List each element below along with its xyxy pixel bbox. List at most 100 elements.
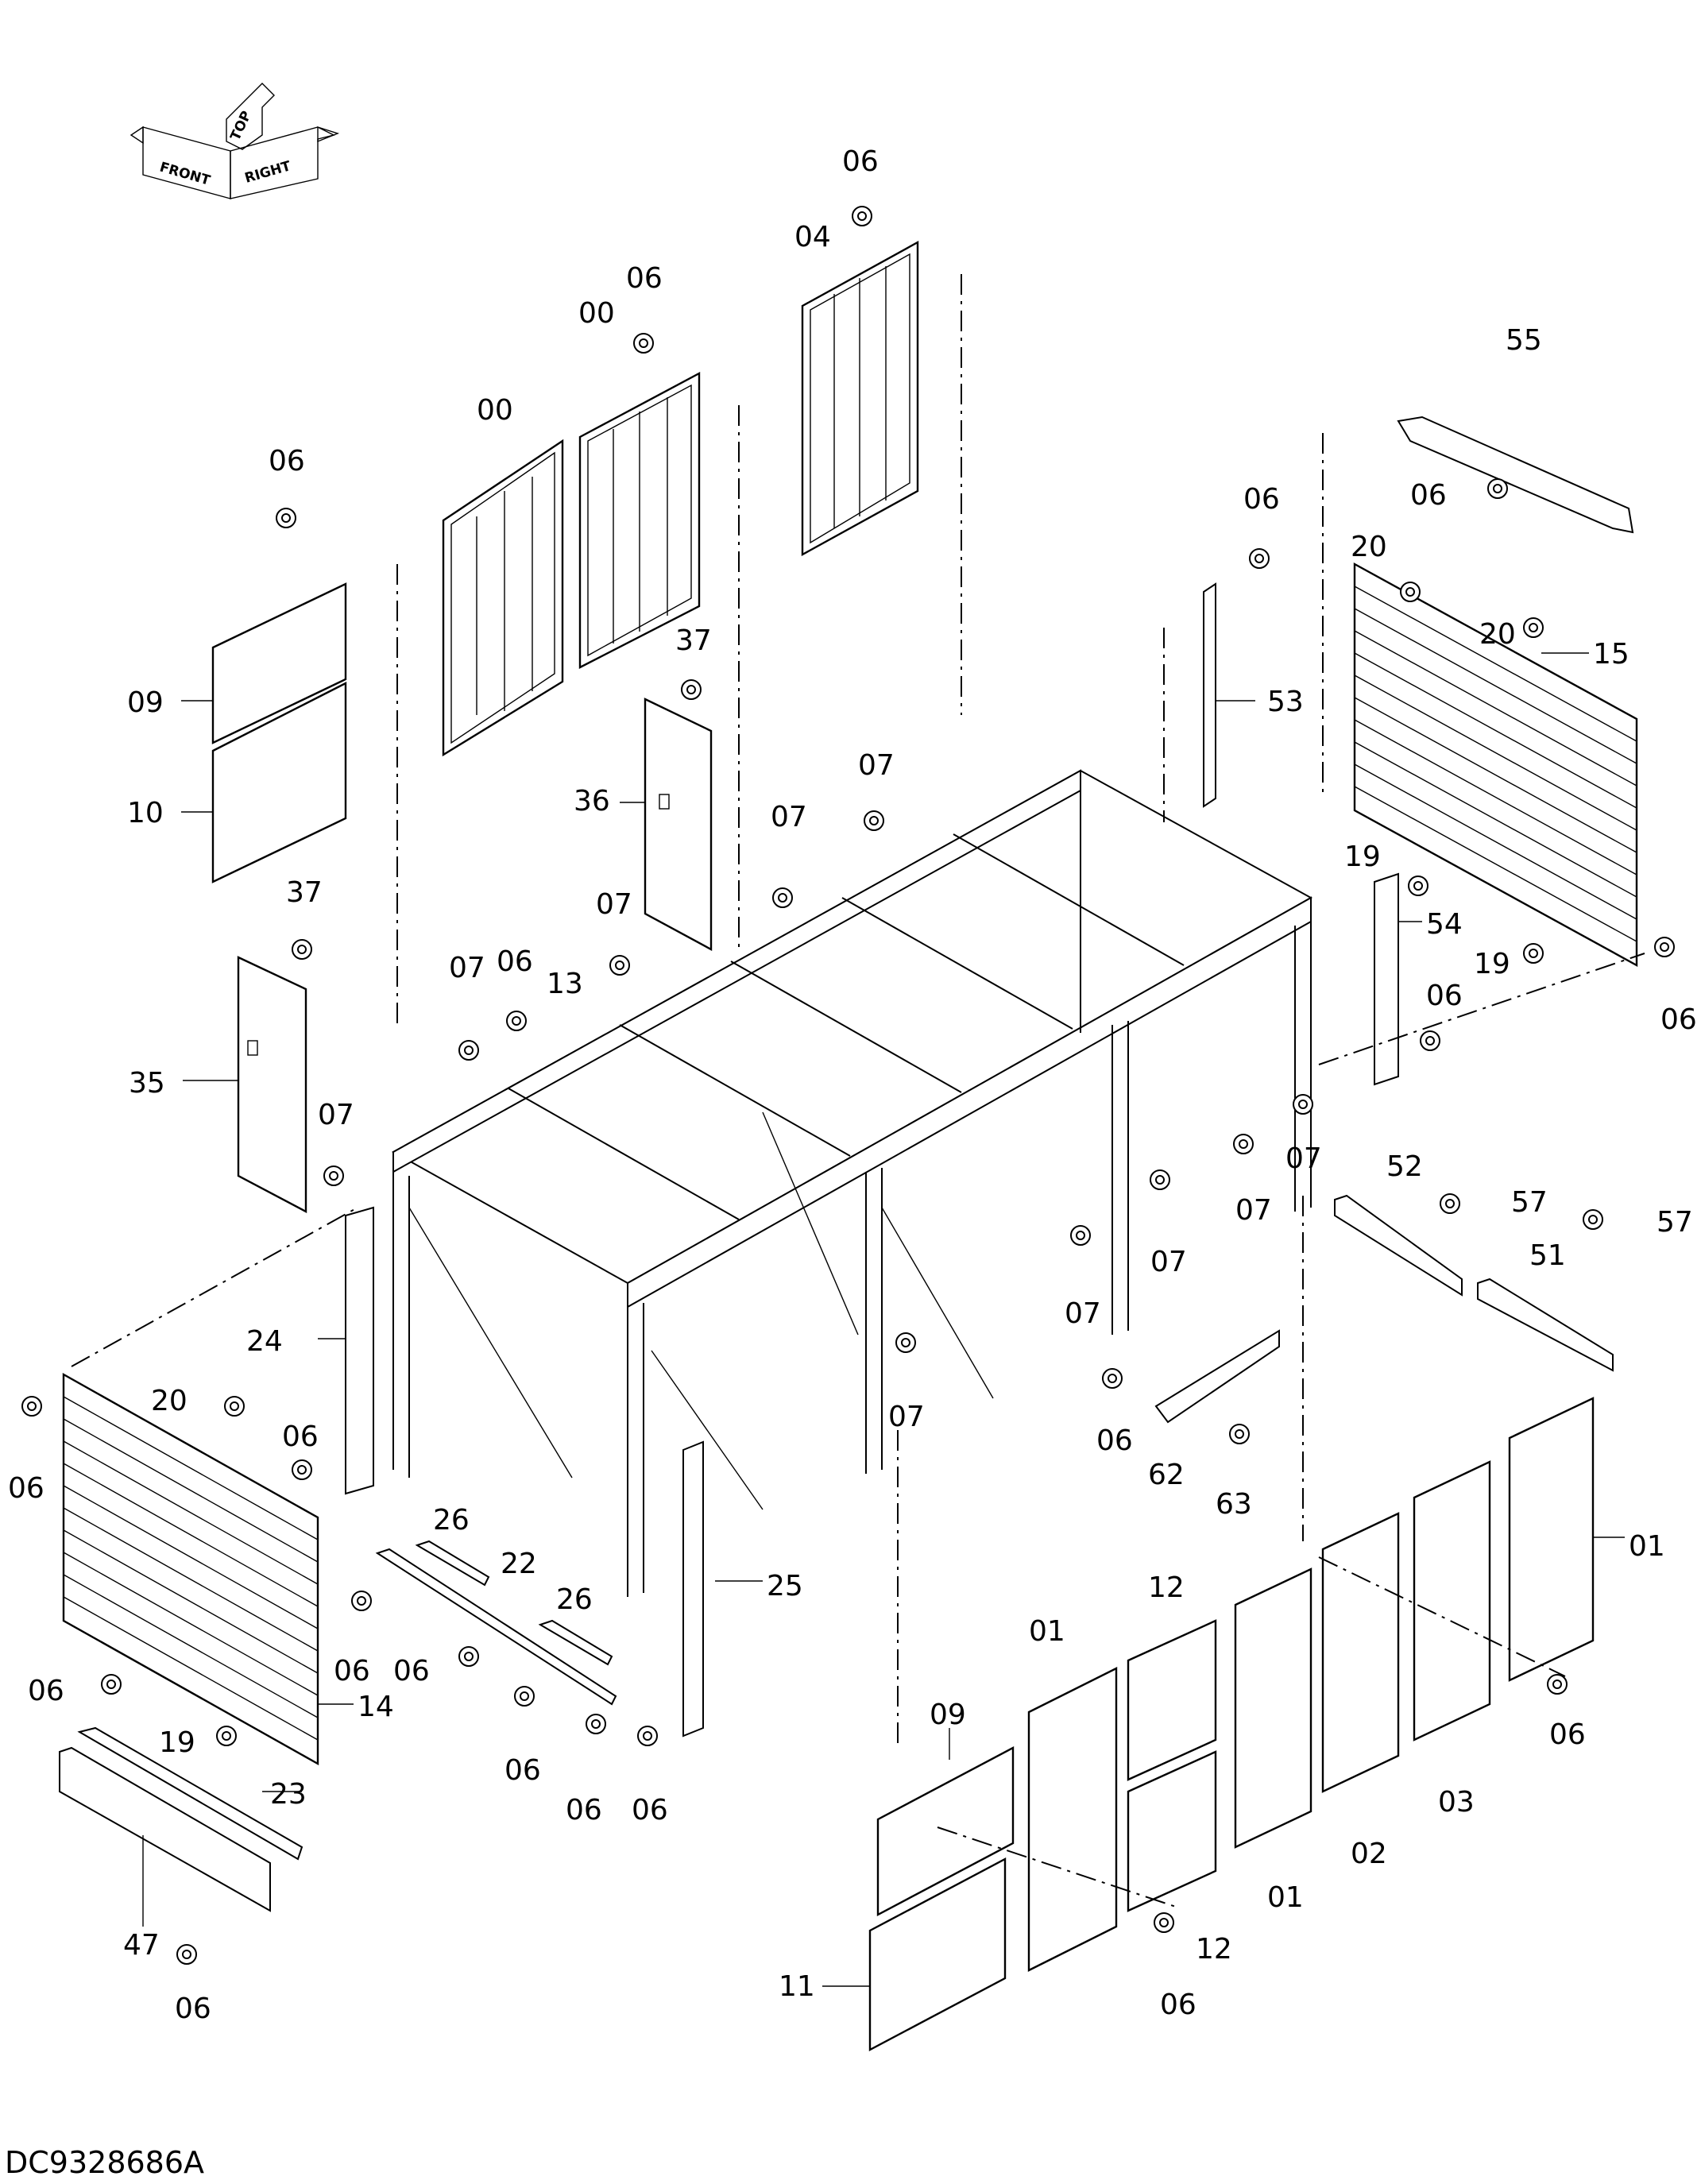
callout-63: 63 — [1216, 1488, 1252, 1521]
callout-07: 07 — [596, 888, 632, 921]
bolt-center — [1588, 1215, 1598, 1224]
bolt-center — [230, 1401, 239, 1411]
bolt-center — [464, 1046, 474, 1055]
assembly-guide-lines — [71, 274, 1645, 1908]
bolt-center — [857, 211, 867, 221]
callout-12: 12 — [1148, 1571, 1185, 1604]
callout-06: 06 — [842, 145, 879, 178]
bolt-center — [520, 1691, 529, 1701]
bolt-center — [1529, 623, 1538, 632]
bolt-center — [1552, 1680, 1562, 1689]
louver-grille-15 — [1353, 562, 1638, 968]
bolt-center — [1076, 1231, 1085, 1240]
callout-09: 09 — [930, 1699, 966, 1731]
callout-14: 14 — [358, 1691, 394, 1723]
filter-panel-12-lower — [1127, 1750, 1217, 1912]
bolt-center — [464, 1652, 474, 1661]
bolt-center — [615, 961, 624, 970]
callout-10: 10 — [127, 797, 164, 829]
door-panel-02 — [1321, 1512, 1400, 1793]
bolt-center — [106, 1680, 116, 1689]
bolt-center — [639, 338, 648, 348]
callout-09: 09 — [127, 686, 164, 719]
callout-23: 23 — [270, 1778, 307, 1811]
louver-slat — [1354, 786, 1637, 942]
callout-19: 19 — [159, 1726, 195, 1759]
orientation-front-label: FRONT — [158, 160, 212, 189]
bracket-26-b — [538, 1619, 613, 1666]
louver-slat — [63, 1574, 319, 1718]
bolt-center — [778, 893, 787, 903]
door-panel-01-b — [1234, 1567, 1312, 1849]
door-panel-01-a — [1027, 1667, 1118, 1972]
callout-20: 20 — [1351, 531, 1387, 563]
callout-06: 06 — [269, 445, 305, 477]
callout-06: 06 — [28, 1675, 64, 1707]
louver-slat — [63, 1396, 319, 1540]
plate-25 — [682, 1440, 704, 1738]
bolt-center — [1493, 484, 1502, 493]
door-panel-03 — [1413, 1460, 1491, 1741]
callout-07: 07 — [771, 801, 807, 833]
callout-06: 06 — [1096, 1424, 1133, 1457]
bolt-center — [1108, 1374, 1117, 1383]
bolt-center — [1159, 1918, 1169, 1927]
callout-06: 06 — [626, 262, 663, 295]
plate-47 — [59, 1746, 271, 1912]
callout-52: 52 — [1386, 1150, 1423, 1183]
callout-47: 47 — [123, 1929, 160, 1962]
louver-slat — [1354, 719, 1637, 876]
bolt-center — [1298, 1100, 1308, 1109]
callout-06: 06 — [8, 1472, 44, 1505]
beam-22 — [375, 1548, 617, 1706]
side-door-panel-00-right — [578, 372, 701, 669]
louver-slat — [1354, 630, 1637, 787]
bolt-symbols — [21, 206, 1675, 1965]
callout-13: 13 — [547, 968, 583, 1000]
callout-06: 06 — [1426, 980, 1463, 1012]
access-door-36 — [644, 698, 713, 952]
callout-02: 02 — [1351, 1838, 1387, 1870]
callout-06: 06 — [632, 1794, 668, 1826]
callout-20: 20 — [1479, 618, 1516, 651]
louver-slat — [63, 1529, 319, 1674]
cover-strip-55 — [1397, 416, 1634, 534]
bolt-center — [512, 1016, 521, 1026]
callout-06: 06 — [175, 1993, 211, 2025]
cover-panel-10 — [211, 682, 347, 883]
callout-11: 11 — [779, 1970, 815, 2003]
rail-51 — [1477, 1278, 1614, 1372]
door-panel-01-c — [1508, 1397, 1595, 1682]
callout-06: 06 — [1660, 1003, 1697, 1036]
louver-slat — [63, 1552, 319, 1696]
callout-62: 62 — [1148, 1459, 1185, 1491]
main-frame-structure — [391, 769, 1313, 1597]
callout-37: 37 — [286, 876, 323, 909]
callout-07: 07 — [1285, 1142, 1322, 1175]
louver-slat — [63, 1418, 319, 1563]
beam-23 — [77, 1726, 303, 1861]
cover-panel-09-lower — [876, 1746, 1015, 1916]
callout-26: 26 — [433, 1504, 470, 1537]
callout-06: 06 — [334, 1655, 370, 1687]
bolt-center — [1529, 949, 1538, 958]
callout-35: 35 — [129, 1067, 165, 1100]
louver-slat — [1354, 586, 1637, 742]
bolt-center — [1413, 881, 1423, 891]
bolt-center — [1445, 1199, 1455, 1208]
louver-slat — [1354, 741, 1637, 898]
bolt-center — [869, 816, 879, 825]
callout-06: 06 — [1410, 479, 1447, 512]
callout-25: 25 — [767, 1570, 803, 1602]
callout-leaders — [142, 652, 1625, 1987]
callout-54: 54 — [1426, 908, 1463, 941]
bolt-center — [27, 1401, 37, 1411]
cover-panel-11 — [868, 1857, 1007, 2051]
louver-slat — [63, 1463, 319, 1607]
callout-06: 06 — [1243, 483, 1280, 516]
bolt-center — [297, 1465, 307, 1475]
callout-51: 51 — [1529, 1239, 1566, 1272]
drawing-code: DC9328686A — [5, 2145, 204, 2180]
callout-37: 37 — [675, 624, 712, 657]
